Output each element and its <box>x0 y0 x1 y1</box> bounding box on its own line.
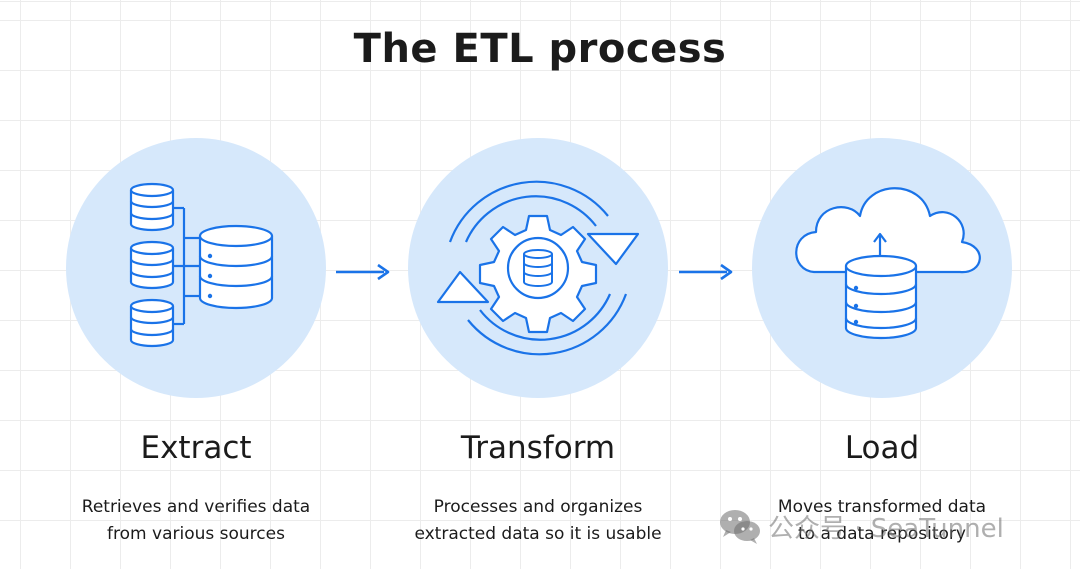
stage-desc-line: extracted data so it is usable <box>414 524 662 544</box>
transform-circle <box>408 138 668 398</box>
arrow-right-icon <box>679 263 733 281</box>
watermark-text: 公众号 · SeaTunnel <box>768 513 1004 544</box>
stage-desc-line: Processes and organizes <box>433 497 643 517</box>
stage-desc-line: to a data repository <box>798 524 966 544</box>
stage-desc-extract: Retrieves and verifies data from various… <box>36 494 356 548</box>
stage-desc-load: Moves transformed data to a data reposit… <box>722 494 1042 548</box>
load-circle <box>752 138 1012 398</box>
stage-desc-line: Moves transformed data <box>777 497 987 517</box>
arrow-right-icon <box>336 263 390 281</box>
stage-title-extract: Extract <box>140 430 252 466</box>
wechat-icon <box>720 510 760 544</box>
diagram-title: The ETL process <box>353 26 727 72</box>
watermark: 公众号 · SeaTunnel <box>718 504 1004 548</box>
stage-title-load: Load <box>844 430 920 466</box>
stage-desc-transform: Processes and organizes extracted data s… <box>378 494 698 548</box>
gear-cycle-database-icon <box>436 180 640 356</box>
cloud-upload-database-icon <box>795 187 981 340</box>
stage-title-transform: Transform <box>460 430 616 466</box>
stage-desc-line: from various sources <box>107 524 285 544</box>
stage-desc-line: Retrieves and verifies data <box>81 497 311 517</box>
extract-circle <box>66 138 326 398</box>
database-sources-merge-icon <box>129 182 274 348</box>
